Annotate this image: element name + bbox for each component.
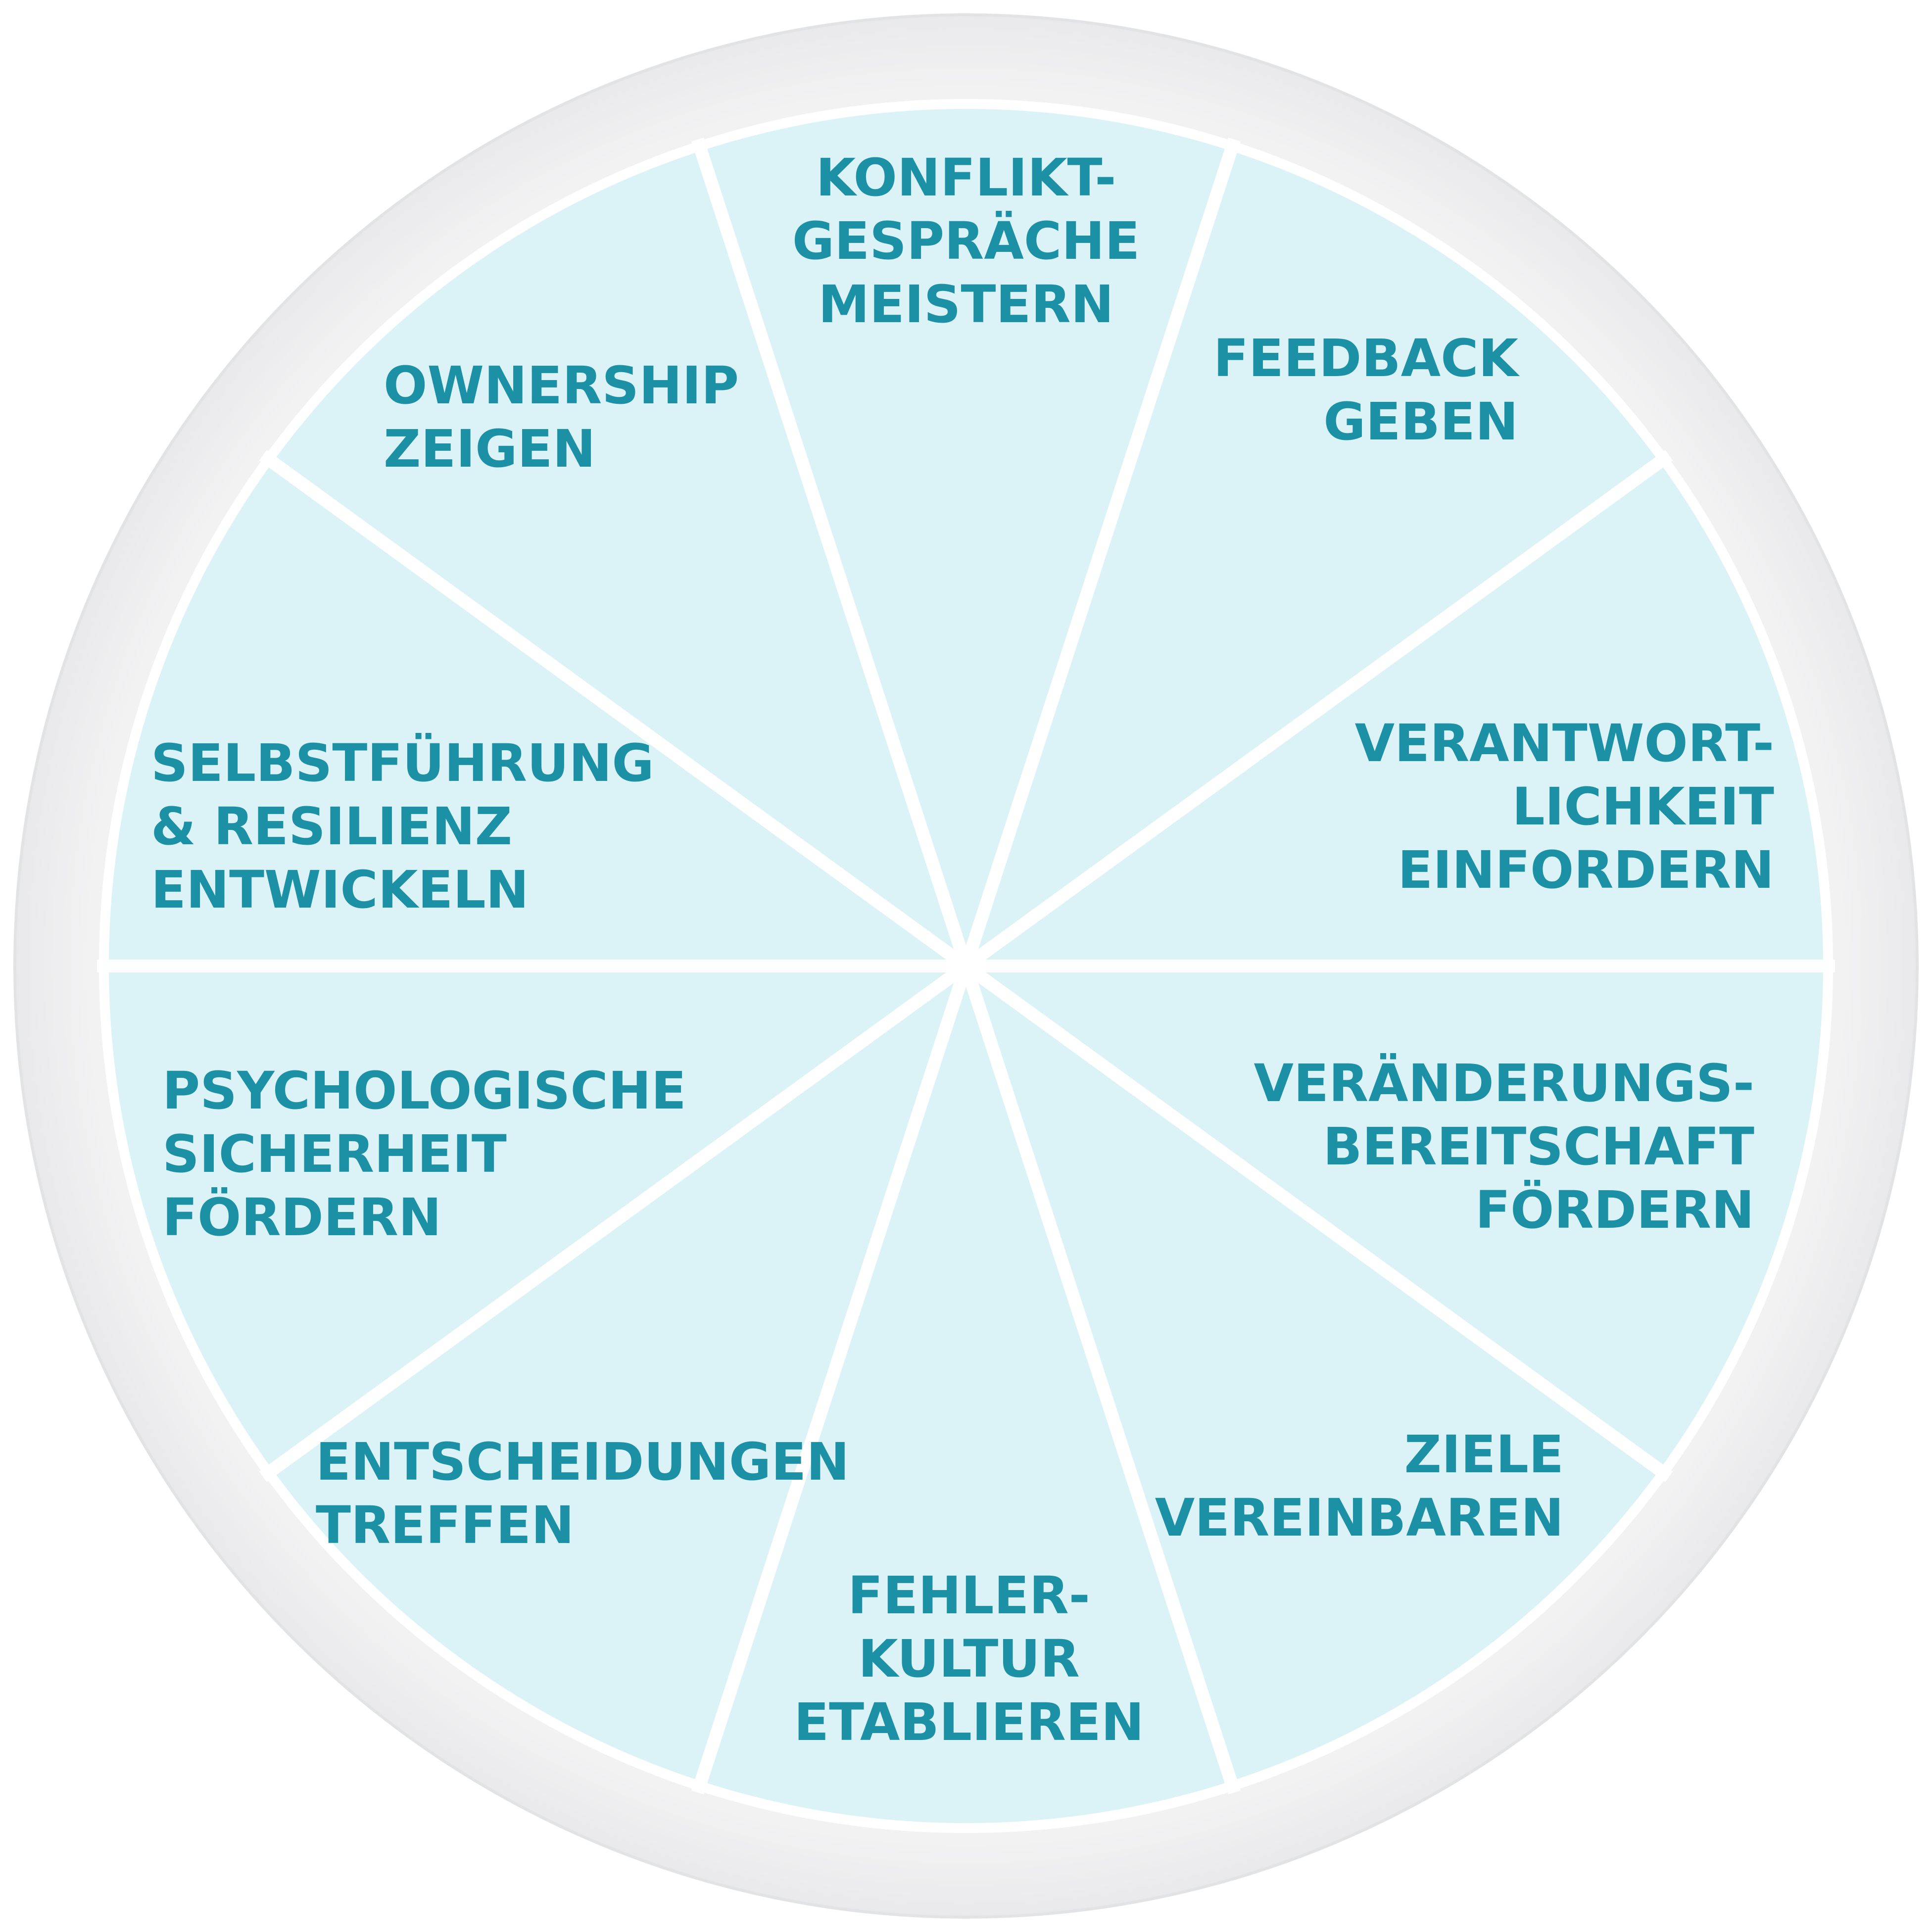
label-line: FÖRDERN <box>1475 1180 1754 1240</box>
label-line: FEEDBACK <box>1213 328 1520 388</box>
segment-verantwortlichkeit <box>966 462 1823 966</box>
label-line: ETABLIEREN <box>794 1692 1144 1752</box>
label-line: TREFFEN <box>316 1495 574 1555</box>
label-line: ZEIGEN <box>384 419 596 479</box>
label-line: KULTUR <box>858 1629 1080 1689</box>
segment-ownership <box>272 150 966 966</box>
label-line: GEBEN <box>1323 391 1518 452</box>
label-line: MEISTERN <box>818 274 1113 335</box>
label-line: GESPRÄCHE <box>792 211 1140 271</box>
label-line: FÖRDERN <box>162 1187 441 1248</box>
label-line: ZIELE <box>1404 1424 1564 1485</box>
segment-separator <box>691 137 972 968</box>
segment-separator <box>962 961 1673 1482</box>
segment-separator <box>259 450 970 971</box>
segment-veraenderung <box>966 966 1823 1470</box>
label-line: LICHKEIT <box>1512 776 1774 837</box>
segment-separator <box>962 450 1673 971</box>
segment-ziele <box>966 966 1660 1782</box>
label-line: OWNERSHIP <box>384 355 739 416</box>
segment-separator <box>259 961 970 1482</box>
label-line: BEREITSCHAFT <box>1323 1116 1754 1177</box>
label-line: VEREINBAREN <box>1155 1488 1564 1548</box>
label-line: FEHLER- <box>848 1565 1090 1626</box>
segment-konflikt <box>701 109 1231 966</box>
label-line: VERANTWORT- <box>1355 713 1774 773</box>
segment-entscheidungen <box>272 966 966 1782</box>
label-line: ENTSCHEIDUNGEN <box>316 1432 849 1492</box>
segment-feedback <box>966 150 1660 966</box>
label-line: SICHERHEIT <box>162 1124 507 1184</box>
label-line: SELBSTFÜHRUNG <box>151 733 654 793</box>
label-line: ENTWICKELN <box>151 860 529 920</box>
label-line: PSYCHOLOGISCHE <box>162 1061 686 1121</box>
segment-psychologische-sicherheit <box>109 966 966 1470</box>
label-line: & RESILIENZ <box>151 796 512 857</box>
segment-separator <box>960 137 1241 968</box>
segment-fehlerkultur <box>701 966 1231 1824</box>
segment-separator <box>960 964 1241 1795</box>
segment-separator <box>691 964 972 1795</box>
label-line: EINFORDERN <box>1398 840 1774 900</box>
label-line: VERÄNDERUNGS- <box>1254 1053 1754 1113</box>
segment-selbstfuehrung <box>109 462 966 966</box>
label-line: KONFLIKT- <box>816 147 1116 208</box>
